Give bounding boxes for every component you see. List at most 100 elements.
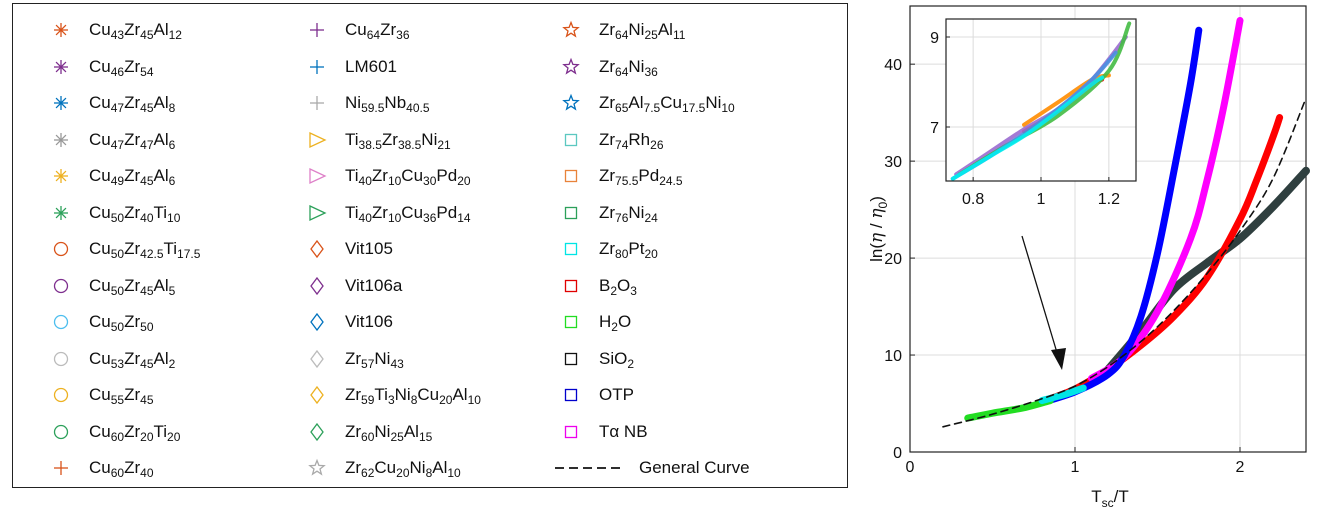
legend-marker-icon (43, 198, 79, 228)
legend-marker-icon (43, 52, 79, 82)
legend-label: H2O (599, 312, 632, 334)
legend-marker-icon (553, 417, 589, 447)
legend-marker-icon (43, 271, 79, 301)
axes-frame (909, 5, 1307, 453)
legend-item-vit106a: Vit106a (299, 271, 402, 301)
legend-label: Cu47Zr47Al6 (89, 129, 176, 152)
inset-series-zr80pt20-line (950, 75, 1105, 181)
legend-item-cu50zr50: Cu50Zr50 (43, 307, 154, 337)
legend-item-ti40zr10cu30pd20: Ti40Zr10Cu30Pd20 (299, 161, 471, 191)
y-tick-label: 10 (884, 348, 902, 365)
y-tick-label: 0 (893, 445, 902, 462)
legend-item-cu50zr45al5: Cu50Zr45Al5 (43, 271, 175, 301)
legend-item-otp: OTP (553, 380, 634, 410)
legend-label: Zr64Ni36 (599, 56, 658, 79)
legend-label: Cu60Zr20Ti20 (89, 421, 181, 444)
legend-label: Vit106a (345, 275, 403, 295)
legend-marker-icon (43, 161, 79, 191)
series-zr80pt20-line (1038, 384, 1087, 405)
legend-label: Vit105 (345, 239, 393, 258)
legend-item-cu46zr54: Cu46Zr54 (43, 52, 154, 82)
inset-x-tick-label: 0.8 (962, 191, 984, 208)
legend-item-zr60ni25al15: Zr60Ni25Al15 (299, 417, 432, 447)
legend-marker-icon (43, 125, 79, 155)
legend-marker-icon (43, 453, 79, 483)
legend-marker-icon (299, 161, 335, 191)
legend-marker-icon (43, 344, 79, 374)
legend-marker-icon (553, 380, 589, 410)
legend-item-cu53zr45al2: Cu53Zr45Al2 (43, 344, 175, 374)
x-tick-label: 2 (1236, 459, 1245, 476)
legend-label: Cu47Zr45Al8 (89, 93, 176, 115)
legend-marker-icon (553, 271, 589, 301)
legend-marker-icon (43, 307, 79, 337)
legend-label: Cu46Zr54 (89, 56, 154, 79)
legend-marker-icon (553, 161, 589, 191)
legend-item-cu55zr45: Cu55Zr45 (43, 380, 154, 410)
legend-item-ti40zr10cu36pd14: Ti40Zr10Cu36Pd14 (299, 198, 471, 228)
legend-item-cu49zr45al6: Cu49Zr45Al6 (43, 161, 175, 191)
legend-label: Cu50Zr42.5Ti17.5 (89, 239, 201, 261)
inset-x-tick-label: 1.2 (1098, 191, 1120, 208)
legend-marker-icon (553, 307, 589, 337)
inset-x-tick-label: 1 (1037, 191, 1046, 208)
legend-marker-icon (553, 15, 589, 45)
legend-label: LM601 (345, 56, 397, 76)
legend-item-t-nb: Tα NB (553, 417, 648, 447)
y-tick-label: 20 (884, 251, 902, 268)
legend-marker-icon (299, 380, 335, 410)
legend-marker-icon (299, 307, 335, 337)
legend-marker-icon (551, 453, 629, 483)
legend-label: Zr75.5Pd24.5 (599, 166, 683, 188)
legend-label: Vit106 (345, 312, 393, 331)
legend-marker-icon (553, 344, 589, 374)
legend-label: Zr60Ni25Al15 (345, 421, 433, 444)
legend-item-cu47zr47al6: Cu47Zr47Al6 (43, 125, 175, 155)
legend-label: Cu53Zr45Al2 (89, 348, 176, 371)
legend-marker-icon (299, 453, 335, 483)
legend-marker-icon (43, 234, 79, 264)
legend-marker-icon (553, 52, 589, 82)
legend-label: Ti40Zr10Cu36Pd14 (345, 202, 471, 225)
legend-marker-icon (553, 234, 589, 264)
legend-item-general-curve: General Curve (551, 453, 750, 483)
legend-item-cu47zr45al8: Cu47Zr45Al8 (43, 88, 175, 118)
legend-item-vit105: Vit105 (299, 234, 393, 264)
legend-item-cu50zr42-5ti17-5: Cu50Zr42.5Ti17.5 (43, 234, 200, 264)
legend-item-b2o3: B2O3 (553, 271, 637, 301)
legend-marker-icon (553, 125, 589, 155)
legend-label: Zr65Al7.5Cu17.5Ni10 (599, 93, 735, 115)
x-axis-label: Tsc/T (1091, 487, 1129, 510)
legend-label: General Curve (639, 458, 750, 477)
legend-label: Cu64Zr36 (345, 20, 410, 42)
legend-label: Zr62Cu20Ni8Al10 (345, 458, 461, 480)
legend-item-cu43zr45al12: Cu43Zr45Al12 (43, 15, 182, 45)
legend-item-zr65al7-5cu17-5ni10: Zr65Al7.5Cu17.5Ni10 (553, 88, 735, 118)
legend-label: Ni59.5Nb40.5 (345, 93, 430, 115)
legend-label: Zr59Ti3Ni8Cu20Al10 (345, 385, 481, 407)
x-tick-label: 0 (906, 459, 915, 476)
legend-label: Zr64Ni25Al11 (599, 20, 686, 42)
legend-label: Cu50Zr40Ti10 (89, 202, 181, 225)
legend-item-ni59-5nb40-5: Ni59.5Nb40.5 (299, 88, 430, 118)
series-otp-line (1035, 26, 1203, 408)
legend-marker-icon (299, 198, 335, 228)
legend-marker-icon (43, 380, 79, 410)
legend-label: Zr80Pt20 (599, 239, 658, 261)
legend-label: SiO2 (599, 348, 635, 371)
annotation-arrow (1021, 235, 1066, 370)
legend-marker-icon (299, 88, 335, 118)
legend-marker-icon (553, 88, 589, 118)
y-axis-label: ln(η / η0) (867, 196, 890, 262)
legend-marker-icon (299, 15, 335, 45)
legend-marker-icon (299, 271, 335, 301)
y-tick-label: 30 (884, 154, 902, 171)
legend-item-zr80pt20: Zr80Pt20 (553, 234, 658, 264)
x-tick-label: 1 (1071, 459, 1080, 476)
legend-item-cu50zr40ti10: Cu50Zr40Ti10 (43, 198, 180, 228)
legend-item-vit106: Vit106 (299, 307, 393, 337)
legend-item-zr57ni43: Zr57Ni43 (299, 344, 404, 374)
legend-label: Zr74Rh26 (599, 129, 664, 152)
